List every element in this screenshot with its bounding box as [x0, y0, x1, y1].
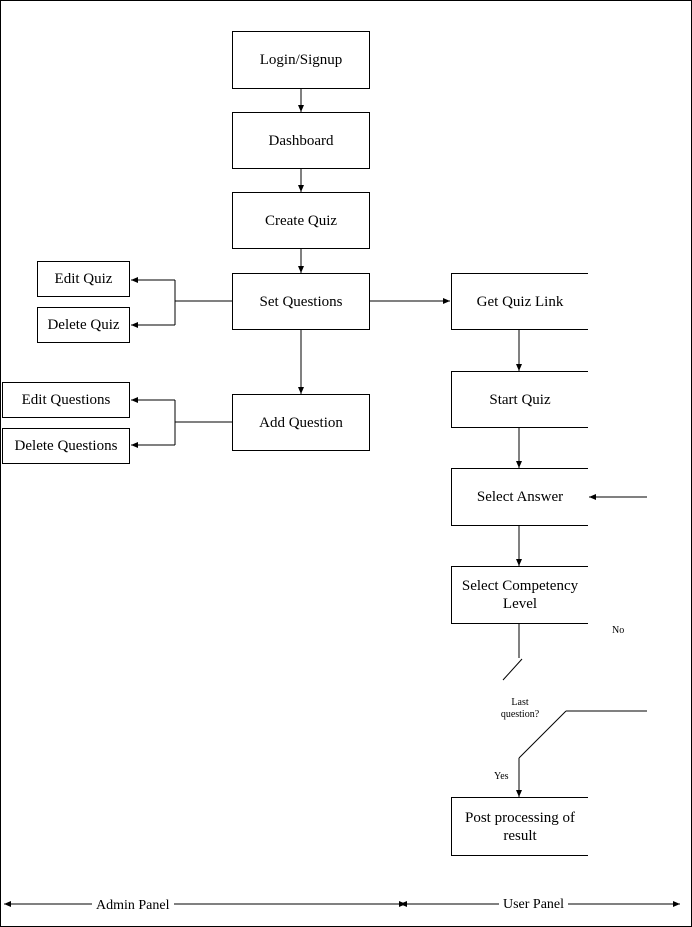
post-processing-label-line1: Post processing of [465, 809, 575, 826]
login-signup-label: Login/Signup [259, 52, 343, 68]
delete-questions-label: Delete Questions [14, 438, 118, 454]
decision-diamond-bottom-right-edge [518, 710, 567, 759]
decision-no-label: No [612, 625, 625, 636]
edit-quiz-label: Edit Quiz [54, 271, 113, 287]
create-quiz-node: Create Quiz [232, 192, 370, 249]
select-competency-label-line2: Level [502, 596, 538, 612]
decision-label: Last question? [490, 697, 550, 721]
delete-questions-node: Delete Questions [2, 428, 130, 464]
decision-label-line1: Last [511, 697, 529, 708]
create-quiz-label: Create Quiz [264, 212, 338, 229]
delete-quiz-label: Delete Quiz [47, 317, 120, 333]
admin-panel-label: Admin Panel [92, 898, 174, 914]
add-question-node: Add Question [232, 394, 370, 451]
decision-yes-label: Yes [494, 771, 509, 782]
start-quiz-label: Start Quiz [489, 391, 551, 408]
get-quiz-link-label: Get Quiz Link [476, 293, 564, 310]
select-competency-node: Select Competency Level [451, 566, 588, 624]
decision-diamond-top-left-edge [502, 658, 523, 681]
login-signup-node: Login/Signup [232, 31, 370, 89]
start-quiz-node: Start Quiz [451, 371, 588, 428]
select-answer-label: Select Answer [476, 489, 564, 505]
get-quiz-link-node: Get Quiz Link [451, 273, 588, 330]
post-processing-label-line2: result [503, 827, 537, 844]
edit-quiz-node: Edit Quiz [37, 261, 130, 297]
decision-label-line2: question? [500, 709, 540, 720]
set-questions-node: Set Questions [232, 273, 370, 330]
post-processing-node: Post processing of result [451, 797, 588, 856]
user-panel-label: User Panel [499, 897, 569, 913]
dashboard-label: Dashboard [268, 132, 334, 149]
select-competency-label-line1: Select Competency [461, 578, 579, 594]
edit-questions-node: Edit Questions [2, 382, 130, 418]
delete-quiz-node: Delete Quiz [37, 307, 130, 343]
dashboard-node: Dashboard [232, 112, 370, 169]
set-questions-label: Set Questions [259, 293, 343, 310]
add-question-label: Add Question [259, 414, 343, 431]
edit-questions-label: Edit Questions [21, 392, 111, 408]
select-answer-node: Select Answer [451, 468, 588, 526]
